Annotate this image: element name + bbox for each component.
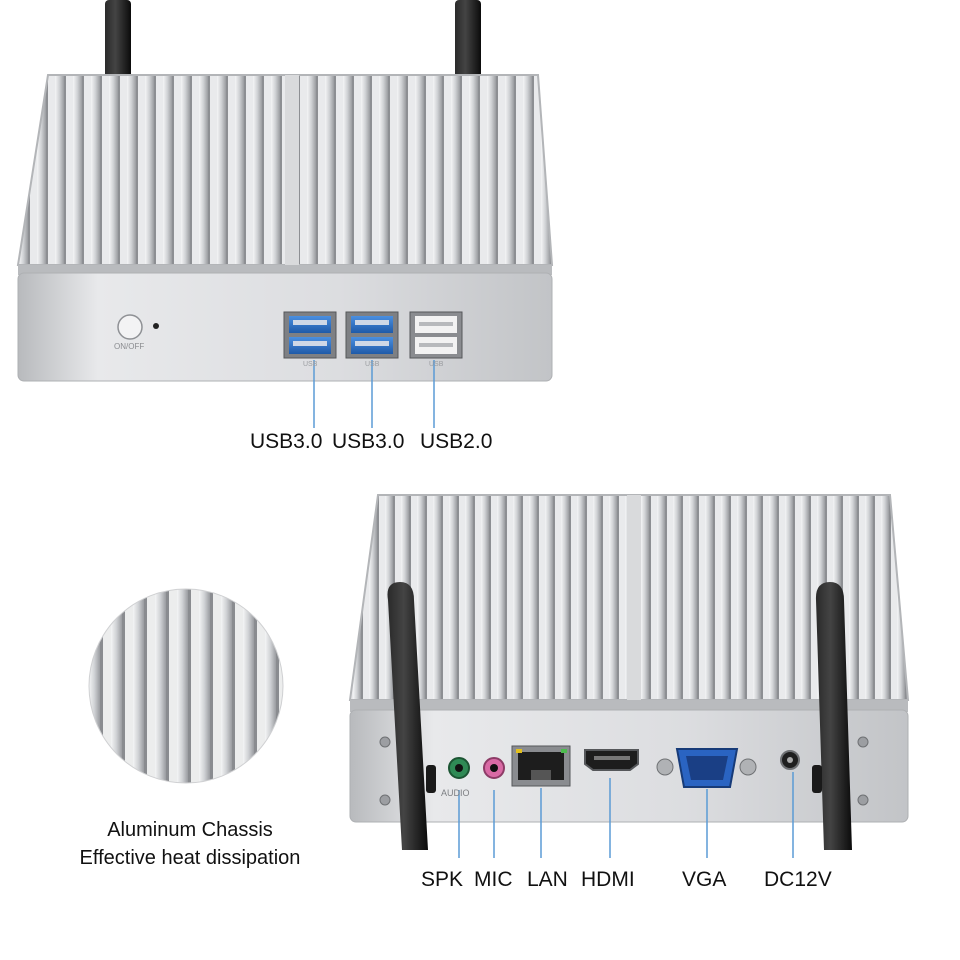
- caption-line-1: Aluminum Chassis: [107, 819, 273, 841]
- antenna-top-left: [105, 0, 131, 80]
- label-hdmi: HDMI: [581, 868, 635, 891]
- usb-mark: USB: [365, 361, 380, 368]
- usb3-port-group-2: [345, 311, 399, 359]
- heatsink-closeup: [89, 589, 283, 783]
- label-vga: VGA: [682, 868, 727, 891]
- hdmi-port: [584, 749, 639, 771]
- vga-port: [656, 748, 757, 788]
- label-mic: MIC: [474, 868, 513, 891]
- label-usb3-right: USB3.0: [332, 430, 405, 453]
- usb-mark: USB: [303, 361, 318, 368]
- label-spk: SPK: [421, 868, 464, 891]
- audio-label: AUDIO: [441, 788, 470, 798]
- label-dc12v: DC12V: [764, 868, 832, 891]
- antenna-rear-right: [815, 582, 852, 850]
- usb-mark: USB: [429, 361, 444, 368]
- chassis-caption: Aluminum Chassis Effective heat dissipat…: [40, 816, 340, 872]
- label-usb3-left: USB3.0: [250, 430, 323, 453]
- power-label: ON/OFF: [114, 342, 145, 351]
- antenna-top-right: [455, 0, 481, 80]
- label-lan: LAN: [527, 868, 568, 891]
- usb2-port-group: [409, 311, 463, 359]
- power-button: [117, 314, 143, 340]
- antenna-rear-left: [387, 582, 428, 850]
- caption-line-2: Effective heat dissipation: [79, 847, 301, 869]
- label-usb2: USB2.0: [420, 430, 493, 453]
- usb3-port-group-1: [283, 311, 337, 359]
- lan-port: [511, 745, 571, 787]
